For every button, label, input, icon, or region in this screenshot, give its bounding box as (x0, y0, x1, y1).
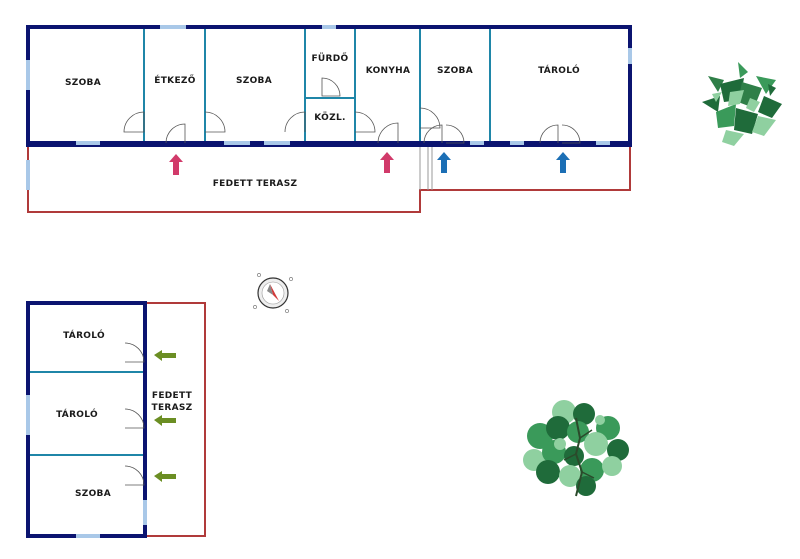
door-swing (445, 124, 465, 144)
outbuilding-terrace-label-1: FEDETT (152, 391, 193, 401)
room-label-szoba: SZOBA (75, 489, 111, 499)
main-building: SZOBA ÉTKEZŐ SZOBA FÜRDŐ KÖZL. KONYHA SZ… (26, 25, 632, 213)
entry-arrow-red (380, 152, 394, 173)
door-swing (423, 124, 443, 144)
tree-top-right-icon (702, 62, 782, 146)
inner-walls (143, 29, 491, 141)
door-swing (123, 111, 145, 133)
doors (123, 77, 581, 144)
main-outer-wall (26, 25, 632, 147)
room-label-tarolo: TÁROLÓ (538, 64, 580, 76)
door-swing (539, 124, 559, 144)
door-swing (321, 77, 341, 97)
door-swing (284, 111, 306, 133)
doors (124, 342, 145, 486)
room-label-szoba-2: SZOBA (236, 76, 272, 86)
outbuilding-terrace-outline (145, 302, 206, 537)
door-swing (204, 111, 226, 133)
door-swing (377, 122, 399, 144)
tree-bottom-right-icon (523, 400, 629, 497)
entry-arrow-red (169, 154, 183, 175)
room-label-konyha: KONYHA (366, 66, 411, 76)
door-swing (165, 123, 186, 144)
room-label-etkezo: ÉTKEZŐ (154, 74, 195, 86)
room-label-szoba-3: SZOBA (437, 66, 473, 76)
room-label-kozl: KÖZL. (314, 112, 345, 123)
room-label-tarolo-2: TÁROLÓ (56, 408, 98, 420)
entry-arrow-green (154, 350, 176, 361)
room-label-szoba-1: SZOBA (65, 78, 101, 88)
door-swing (561, 124, 581, 144)
entry-arrows (169, 152, 570, 175)
entry-arrow-green (154, 415, 176, 426)
room-label-furdo: FÜRDŐ (311, 53, 348, 64)
door-swing (124, 465, 145, 486)
room-label-tarolo-1: TÁROLÓ (63, 329, 105, 341)
door-swing (354, 111, 376, 133)
entry-arrows (154, 350, 176, 482)
compass-rose-icon (253, 273, 293, 313)
windows (26, 25, 632, 190)
entry-arrow-green (154, 471, 176, 482)
door-swing (419, 107, 441, 129)
entry-arrow-blue (437, 152, 451, 173)
outbuilding: TÁROLÓ TÁROLÓ SZOBA FEDETT TERASZ (26, 301, 206, 538)
outbuilding-terrace-label-2: TERASZ (152, 403, 193, 413)
entry-arrow-blue (556, 152, 570, 173)
door-swing (124, 408, 145, 429)
main-terrace-outline (27, 145, 631, 213)
terrace-label: FEDETT TERASZ (213, 179, 298, 189)
door-swing (124, 342, 145, 363)
